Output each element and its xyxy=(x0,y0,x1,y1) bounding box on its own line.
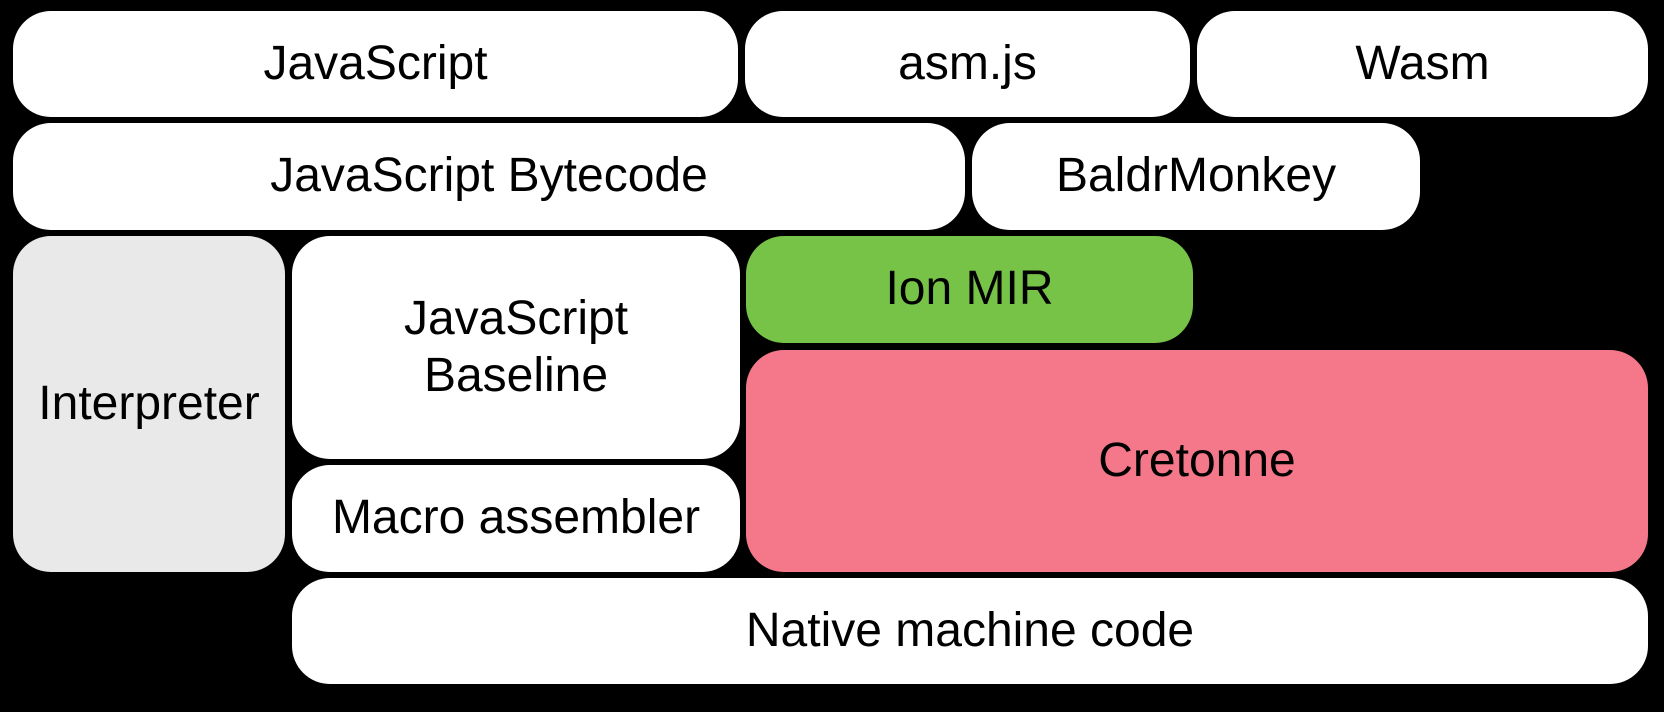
node-wasm: Wasm xyxy=(1197,11,1648,117)
node-javascript-bytecode: JavaScript Bytecode xyxy=(13,123,965,230)
node-asm-js: asm.js xyxy=(745,11,1190,117)
node-javascript-baseline: JavaScript Baseline xyxy=(292,236,740,459)
node-cretonne: Cretonne xyxy=(746,350,1648,572)
node-interpreter: Interpreter xyxy=(13,236,285,572)
node-javascript: JavaScript xyxy=(13,11,738,117)
node-native-machine-code: Native machine code xyxy=(292,578,1648,684)
node-macro-assembler: Macro assembler xyxy=(292,465,740,572)
node-baldrmonkey: BaldrMonkey xyxy=(972,123,1420,230)
node-ion-mir: Ion MIR xyxy=(746,236,1193,343)
